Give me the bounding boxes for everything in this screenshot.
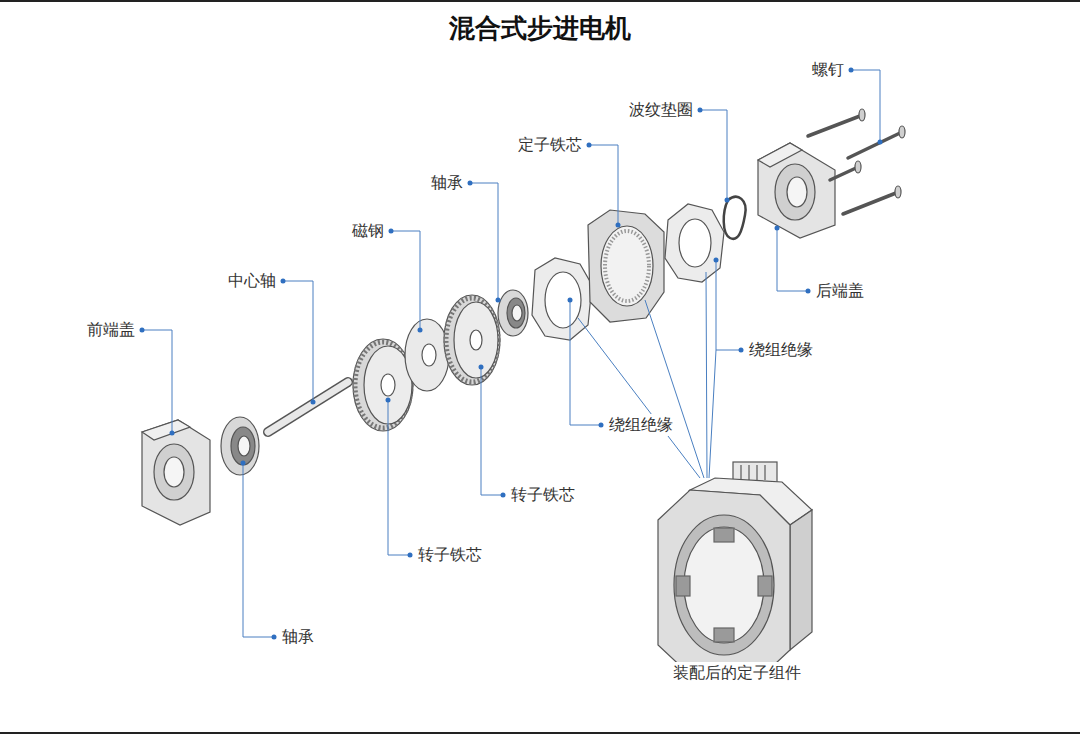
- assembly-caption: 装配后的定子组件: [671, 662, 803, 684]
- part-label: 绕组绝缘: [747, 339, 815, 361]
- part-label: 轴承: [280, 626, 316, 648]
- part-label: 轴承: [429, 172, 465, 194]
- part-label: 绕组绝缘: [607, 414, 675, 436]
- part-label: 中心轴: [226, 270, 278, 292]
- part-label: 定子铁芯: [516, 134, 584, 156]
- part-label: 转子铁芯: [416, 544, 484, 566]
- part-label: 波纹垫圈: [627, 99, 695, 121]
- diagram-title: 混合式步进电机: [449, 11, 631, 45]
- part-label: 磁钢: [350, 220, 386, 242]
- part-label: 前端盖: [85, 319, 137, 341]
- part-label: 转子铁芯: [509, 484, 577, 506]
- part-label: 后端盖: [814, 280, 866, 302]
- part-label: 螺钉: [810, 59, 846, 81]
